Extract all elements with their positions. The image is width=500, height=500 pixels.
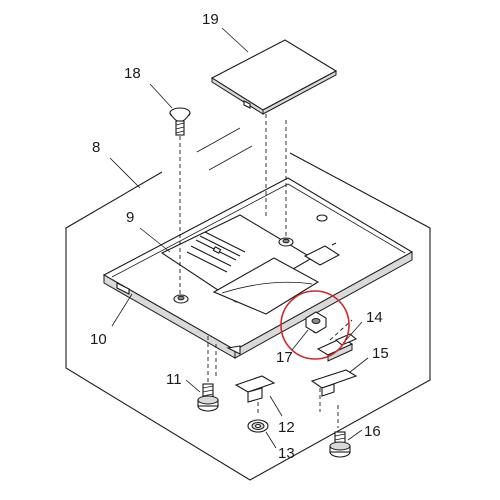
needle-plate [160,214,314,303]
callout-11: 11 [166,371,182,388]
washer-13 [247,419,269,433]
leader-lines [109,27,369,449]
callout-14: 14 [366,309,383,326]
callout-12: 12 [278,419,295,436]
base-frame-outline [65,127,431,481]
screw-16 [329,431,351,458]
screw-11 [197,383,219,412]
screw-18 [169,107,191,136]
bracket-12 [234,375,276,403]
callout-16: 16 [364,423,381,440]
callout-13: 13 [278,445,295,462]
bracket-14 [316,333,358,362]
callout-8: 8 [92,139,100,156]
slide-cover [210,39,338,115]
bobbin-window [212,242,341,315]
callout-18: 18 [124,65,141,82]
callout-9: 9 [126,209,134,226]
callout-19: 19 [202,11,219,28]
callout-10: 10 [90,331,107,348]
nut-17 [305,311,327,334]
highlight-circle [280,290,350,360]
callout-17: 17 [276,349,293,366]
plate-15 [310,369,358,397]
screw-holes [173,214,328,304]
callout-15: 15 [372,345,389,362]
